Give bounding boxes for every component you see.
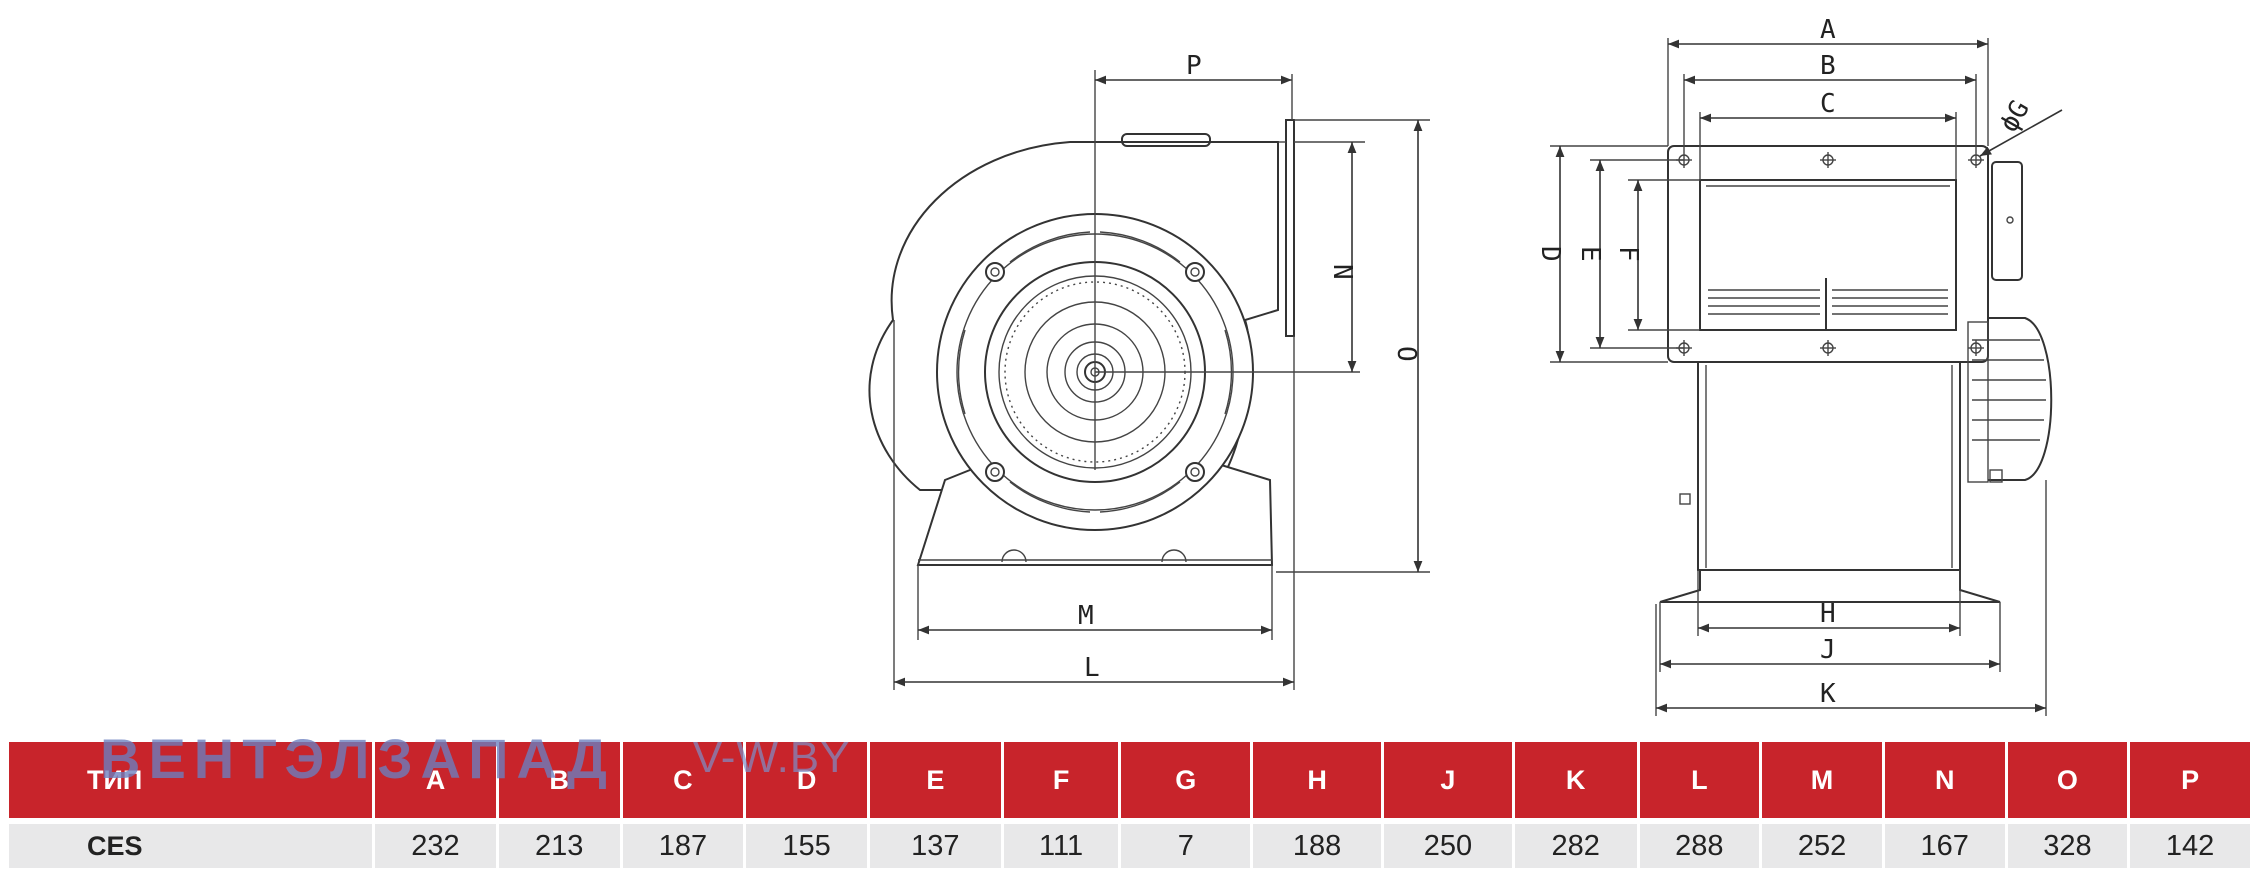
side-view: A B C ϕG D E F H J xyxy=(1535,15,2063,716)
dim-label-J: J xyxy=(1820,635,1836,665)
cell-type: CES xyxy=(9,818,373,868)
outlet-flange xyxy=(1285,119,1295,337)
col-header-L: L xyxy=(1639,742,1760,818)
col-header-H: H xyxy=(1253,742,1381,818)
col-header-M: M xyxy=(1762,742,1882,818)
cell-H: 188 xyxy=(1253,818,1381,868)
cell-P: 142 xyxy=(2130,818,2250,868)
dim-label-L: L xyxy=(1084,653,1100,683)
dim-label-P: P xyxy=(1186,51,1202,81)
col-header-P: P xyxy=(2130,742,2250,818)
side-feet xyxy=(1659,569,2001,603)
dim-label-M: M xyxy=(1078,601,1094,631)
cell-B: 213 xyxy=(498,818,620,868)
cell-E: 137 xyxy=(869,818,1001,868)
cell-C: 187 xyxy=(622,818,744,868)
cell-O: 328 xyxy=(2007,818,2128,868)
col-header-O: O xyxy=(2007,742,2128,818)
motor-housing xyxy=(1988,317,2053,481)
dim-label-D: D xyxy=(1535,246,1565,262)
col-header-B: B xyxy=(498,742,620,818)
cell-K: 282 xyxy=(1514,818,1637,868)
col-header-C: C xyxy=(622,742,744,818)
outlet-flange-plate xyxy=(1667,145,1989,363)
front-view: P N O M L xyxy=(868,51,1430,690)
dim-label-E: E xyxy=(1575,246,1605,262)
cell-F: 111 xyxy=(1003,818,1119,868)
top-handle xyxy=(1121,133,1211,147)
dim-label-O: O xyxy=(1391,346,1421,362)
col-header-F: F xyxy=(1003,742,1119,818)
cell-A: 232 xyxy=(375,818,496,868)
col-header-K: K xyxy=(1514,742,1637,818)
table-header-row: ТИП A B C D E F G H J K L M N O P xyxy=(9,742,2250,818)
col-header-N: N xyxy=(1884,742,2005,818)
dim-label-F: F xyxy=(1613,246,1643,262)
col-header-D: D xyxy=(746,742,867,818)
dim-label-H: H xyxy=(1820,599,1836,629)
dim-label-A: A xyxy=(1820,15,1836,45)
dim-label-K: K xyxy=(1820,679,1836,709)
dim-label-G: ϕG xyxy=(1994,95,2036,137)
cell-N: 167 xyxy=(1884,818,2005,868)
cell-J: 250 xyxy=(1384,818,1512,868)
impeller-blades xyxy=(1708,278,1948,330)
cooling-fins xyxy=(1972,339,2046,441)
bolt-holes xyxy=(985,262,1205,482)
dim-label-B: B xyxy=(1820,51,1836,81)
col-header-type: ТИП xyxy=(9,742,373,818)
cell-G: 7 xyxy=(1121,818,1251,868)
dimensions-table: ТИП A B C D E F G H J K L M N O P CES 23… xyxy=(6,742,2253,868)
col-header-E: E xyxy=(869,742,1001,818)
col-header-A: A xyxy=(375,742,496,818)
col-header-J: J xyxy=(1384,742,1512,818)
cell-D: 155 xyxy=(746,818,867,868)
housing-body xyxy=(1697,362,1961,571)
technical-drawing: P N O M L xyxy=(868,15,2063,716)
dim-label-N: N xyxy=(1327,264,1357,280)
table-row: CES 232 213 187 155 137 111 7 188 250 28… xyxy=(9,818,2250,868)
col-header-G: G xyxy=(1121,742,1251,818)
cell-L: 288 xyxy=(1639,818,1760,868)
dim-label-C: C xyxy=(1820,89,1836,119)
cell-M: 252 xyxy=(1762,818,1882,868)
